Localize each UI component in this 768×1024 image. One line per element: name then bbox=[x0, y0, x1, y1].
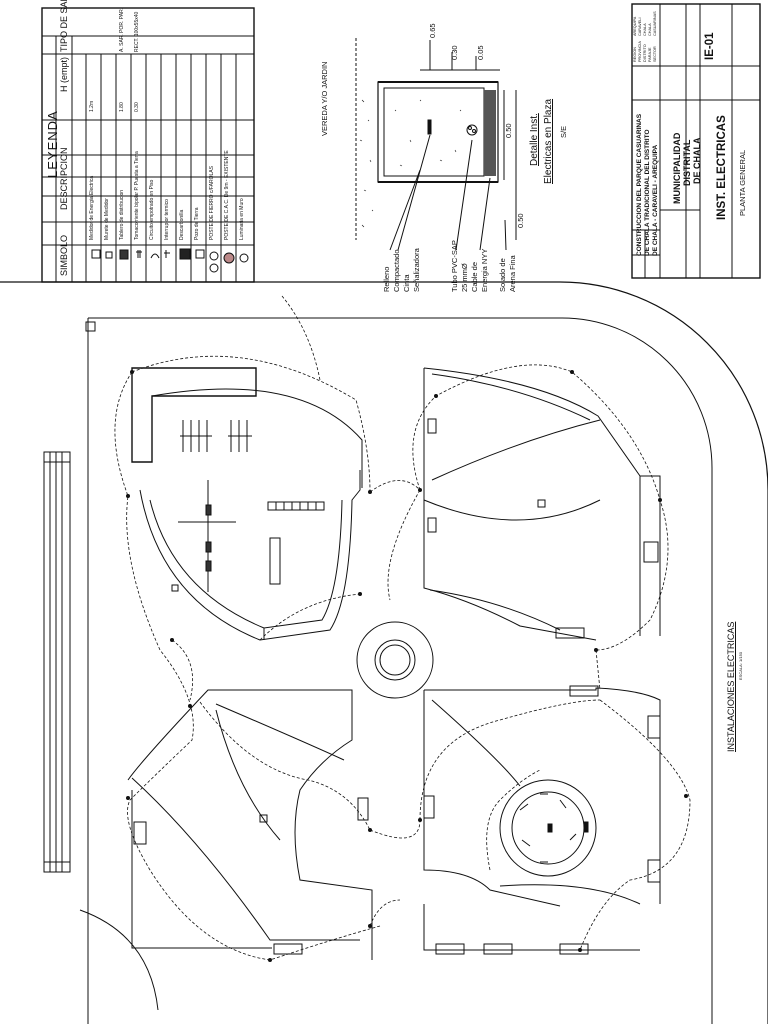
detail-label: Cinta bbox=[402, 274, 411, 292]
detail-dim-065: 0.65 bbox=[428, 23, 437, 38]
legend-row-description: Luminaria en Muro bbox=[239, 198, 245, 240]
owner-line-1: MUNICIPALIDAD bbox=[672, 132, 682, 204]
legend-row-type: A. SAR. POR. PAR. bbox=[119, 7, 125, 52]
detail-label: Relleno bbox=[382, 266, 391, 292]
specialty-title: INST. ELECTRICAS bbox=[716, 115, 728, 220]
legend-row-description: POSTE DE C.A.C. De 9m - EXISTENTE bbox=[224, 150, 230, 240]
plan-title: INSTALACIONES ELECTRICAS bbox=[726, 621, 736, 752]
detail-dim-050b: 0.50 bbox=[516, 213, 525, 228]
sheet-number: IE-01 bbox=[704, 32, 716, 61]
detail-label: Señalizadora bbox=[412, 248, 421, 292]
installation-detail bbox=[355, 38, 517, 251]
detail-title-1: Detalle Inst. bbox=[529, 113, 540, 166]
detail-dim-030: 0.30 bbox=[450, 45, 459, 60]
legend-row-description: Tomacorriente bipolar P. Puesta a Tierra bbox=[134, 151, 140, 240]
detail-label: Compactado bbox=[392, 249, 401, 292]
legend-row-description: Descarbonilla bbox=[179, 209, 185, 240]
detail-scale: S/E bbox=[559, 125, 568, 138]
location-value: AREQUIPA bbox=[633, 16, 637, 36]
legend-header-height: H (empt) bbox=[59, 56, 69, 92]
location-value: CARAVELI bbox=[638, 17, 642, 37]
plan-scale: ESCALA: 1/150 bbox=[738, 651, 743, 680]
detail-vereda-label: VEREDA Y/O JARDIN bbox=[320, 61, 329, 136]
legend-row-height: 0.30 bbox=[134, 102, 140, 112]
location-label: PROVINCIA bbox=[638, 41, 642, 62]
stairs bbox=[43, 451, 71, 873]
detail-label: Energia NYY bbox=[480, 248, 489, 292]
project-line-2: DE CHALA TRADICIONAL DEL DISTRITO bbox=[644, 129, 651, 256]
legend-row-description: Interruptor termico bbox=[164, 199, 170, 240]
legend-header-description: DESCRIPCION bbox=[59, 147, 69, 210]
detail-label: Tubo PVC-SAP bbox=[450, 240, 459, 292]
location-label: PARAJE bbox=[648, 47, 652, 63]
owner-line-3: DE CHALA bbox=[692, 137, 702, 185]
detail-label: 25 mmØ bbox=[460, 263, 469, 292]
legend-row-height: 1.2m bbox=[89, 100, 95, 112]
detail-dim-005: 0.05 bbox=[476, 45, 485, 60]
legend-row-height: 1.80 bbox=[119, 102, 125, 112]
legend-table bbox=[41, 7, 255, 283]
location-label: SECTOR bbox=[653, 46, 657, 62]
legend-title: LEYENDA bbox=[45, 110, 60, 178]
location-label: REGION bbox=[633, 47, 637, 62]
detail-label: Solado de bbox=[498, 258, 507, 292]
location-value: CHALA bbox=[643, 23, 647, 36]
legend-row-description: POSTE DE FIERRO c/FAROLAS bbox=[209, 166, 215, 240]
location-value: CASUARINAS bbox=[653, 11, 657, 36]
legend-row-description: Tablero de distribucion bbox=[119, 189, 125, 240]
legend-row-description: Murete de Medidor bbox=[104, 198, 110, 240]
legend-row-type: RECT. 100x55x40 bbox=[134, 11, 140, 52]
detail-label: Cable de bbox=[470, 261, 479, 292]
detail-dim-050: 0.50 bbox=[504, 123, 513, 138]
park-plan bbox=[0, 281, 768, 1024]
detail-title-2: Electricas en Plaza bbox=[543, 98, 554, 184]
legend-row-description: Medidor de Energia Electrica bbox=[89, 175, 95, 240]
location-label: DISTRITO bbox=[643, 44, 647, 62]
project-line-1: CONSTRUCCION DEL PARQUE CASUARINAS bbox=[636, 113, 643, 256]
legend-row-description: Circuito empotrado en Piso bbox=[149, 179, 155, 240]
legend-row-description: Pozo de Tierra bbox=[194, 207, 200, 240]
title-block bbox=[631, 3, 761, 279]
owner-line-2: DISTRITAL bbox=[682, 139, 692, 186]
legend-header-symbol: SIMBOLO bbox=[59, 234, 69, 276]
legend-header-type: TIPO DE SALIDA bbox=[59, 0, 69, 52]
detail-label: Arena Fina bbox=[508, 255, 517, 292]
drawing-title: PLANTA GENERAL bbox=[738, 149, 747, 216]
project-line-3: DE CHALA - CARAVELI - AREQUIPA bbox=[652, 144, 659, 256]
location-value: CHALA bbox=[648, 23, 652, 36]
